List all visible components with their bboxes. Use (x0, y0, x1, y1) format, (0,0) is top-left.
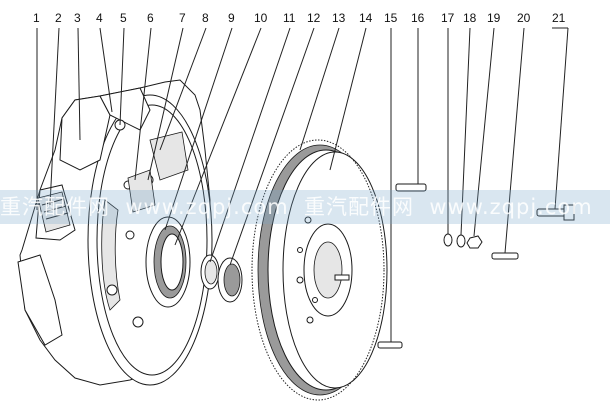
callout-2: 2 (55, 11, 62, 25)
flywheel-housing (17, 79, 213, 386)
callout-3: 3 (74, 11, 81, 25)
callout-11: 11 (283, 11, 296, 25)
callout-1: 1 (33, 11, 40, 25)
callout-14: 14 (359, 11, 373, 25)
watermark-band (0, 190, 610, 224)
callout-20: 20 (517, 11, 531, 25)
callout-6: 6 (147, 11, 154, 25)
callout-16: 16 (411, 11, 425, 25)
flywheel (251, 139, 388, 401)
callout-13: 13 (332, 11, 346, 25)
fasteners (377, 183, 575, 349)
seal-rings (200, 254, 243, 303)
callout-9: 9 (228, 11, 235, 25)
callout-18: 18 (463, 11, 477, 25)
callout-15: 15 (384, 11, 398, 25)
callout-4: 4 (96, 11, 103, 25)
callout-8: 8 (202, 11, 209, 25)
leader-lines (36, 27, 569, 342)
callout-5: 5 (120, 11, 127, 25)
callout-21: 21 (552, 11, 566, 25)
callout-labels: 1 2 3 4 5 6 7 8 9 10 11 12 13 14 15 16 1… (33, 11, 566, 25)
watermark-text: 重汽配件网 www.zqpj.com 重汽配件网 www.zqpj.com (0, 195, 593, 219)
callout-17: 17 (441, 11, 455, 25)
callout-10: 10 (254, 11, 268, 25)
callout-12: 12 (307, 11, 321, 25)
callout-7: 7 (179, 11, 186, 25)
callout-19: 19 (487, 11, 501, 25)
